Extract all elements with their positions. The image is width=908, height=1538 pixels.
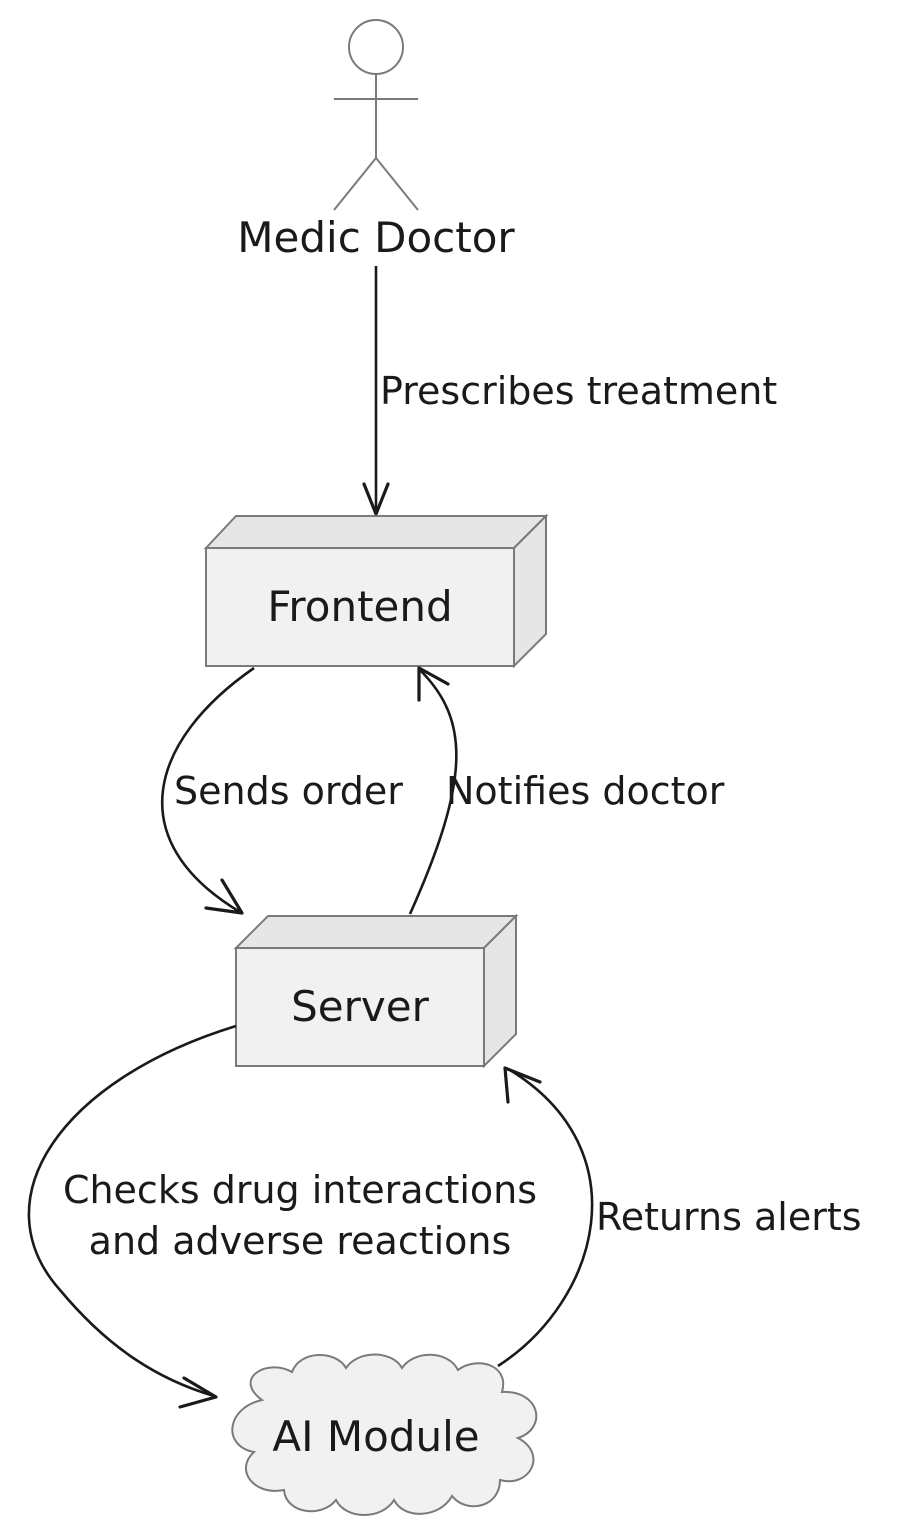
ai-module-node[interactable]: AI Module (231, 1353, 538, 1516)
edge-label-prescribes: Prescribes treatment (380, 369, 777, 413)
arrowhead-icon (204, 878, 244, 915)
frontend-node-label: Frontend (267, 582, 452, 631)
edge-returns-alerts[interactable]: Returns alerts (497, 1066, 862, 1368)
edge-line (27, 1024, 237, 1398)
medic-doctor-actor[interactable]: Medic Doctor (237, 19, 515, 262)
edge-label-returns-alerts: Returns alerts (596, 1195, 862, 1239)
edge-sends-order[interactable]: Sends order (160, 666, 403, 915)
actor-head (348, 19, 404, 75)
arrowhead-icon (503, 1066, 542, 1104)
edge-line (408, 669, 458, 915)
edge-line (160, 666, 255, 914)
actor-label: Medic Doctor (237, 213, 515, 262)
arrowhead-icon (178, 1376, 218, 1409)
server-node-top (233, 915, 519, 949)
edge-label-sends-order: Sends order (174, 769, 403, 813)
edge-prescribes-treatment[interactable]: Prescribes treatment (362, 266, 777, 516)
edge-label-checks: Checks drug interactions (63, 1168, 537, 1212)
frontend-node-front (205, 547, 515, 667)
frontend-node-top (203, 515, 549, 549)
edge-line (497, 1068, 594, 1368)
edge-label-notifies-doctor: Notifies doctor (446, 769, 725, 813)
server-node[interactable]: Server (233, 913, 519, 1069)
edge-checks-drug-interactions[interactable]: Checks drug interactions and adverse rea… (27, 1024, 537, 1409)
server-node-label: Server (291, 982, 429, 1031)
server-node-front (235, 947, 485, 1067)
edge-notifies-doctor[interactable]: Notifies doctor (408, 666, 725, 915)
arrowhead-icon (362, 482, 390, 516)
edge-label-checks-line2: and adverse reactions (89, 1219, 512, 1263)
cloud-icon (231, 1353, 538, 1516)
ai-module-node-label: AI Module (272, 1412, 479, 1461)
actor-right-leg (375, 157, 419, 211)
frontend-node[interactable]: Frontend (203, 513, 549, 669)
actor-left-leg (333, 157, 377, 211)
arrowhead-icon (417, 666, 450, 702)
